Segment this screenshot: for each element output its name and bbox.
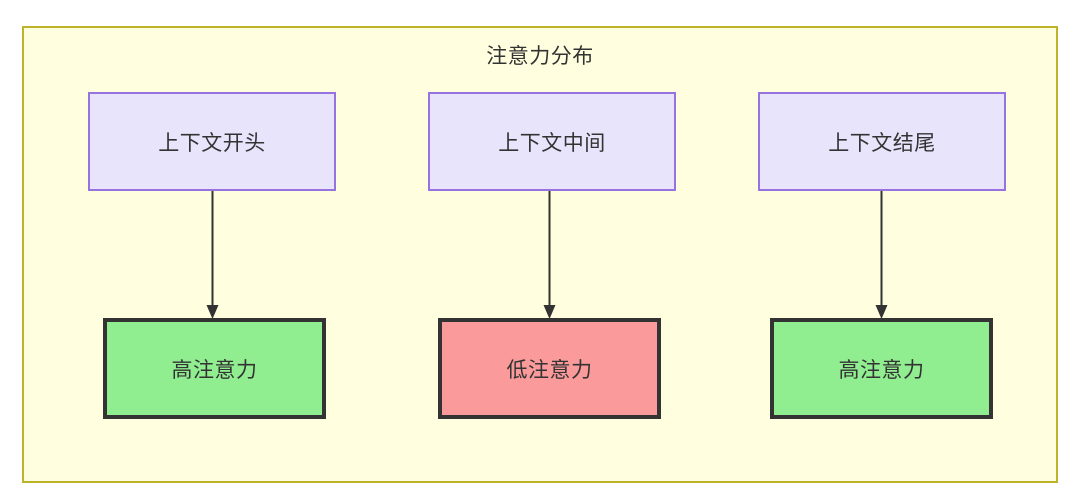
node-high-attention-begin[interactable]: 高注意力 xyxy=(103,318,326,419)
edge-context-middle-to-low-attention xyxy=(543,191,556,319)
node-high-attention-end[interactable]: 高注意力 xyxy=(770,318,993,419)
node-label: 低注意力 xyxy=(506,358,593,382)
node-label: 上下文结尾 xyxy=(828,131,936,155)
edge-context-begin-to-high-attention xyxy=(206,191,219,319)
down-arrow-icon xyxy=(206,305,219,319)
down-arrow-icon xyxy=(543,305,556,319)
node-label: 高注意力 xyxy=(838,358,925,382)
node-label: 上下文开头 xyxy=(158,131,266,155)
node-context-end[interactable]: 上下文结尾 xyxy=(758,92,1006,191)
down-arrow-icon xyxy=(875,305,888,319)
node-label: 高注意力 xyxy=(171,358,258,382)
edge-context-end-to-high-attention xyxy=(875,191,888,319)
node-low-attention-middle[interactable]: 低注意力 xyxy=(438,318,661,419)
node-context-middle[interactable]: 上下文中间 xyxy=(428,92,676,191)
subgraph-title: 注意力分布 xyxy=(486,45,594,68)
node-label: 上下文中间 xyxy=(498,131,606,155)
node-context-begin[interactable]: 上下文开头 xyxy=(88,92,336,191)
